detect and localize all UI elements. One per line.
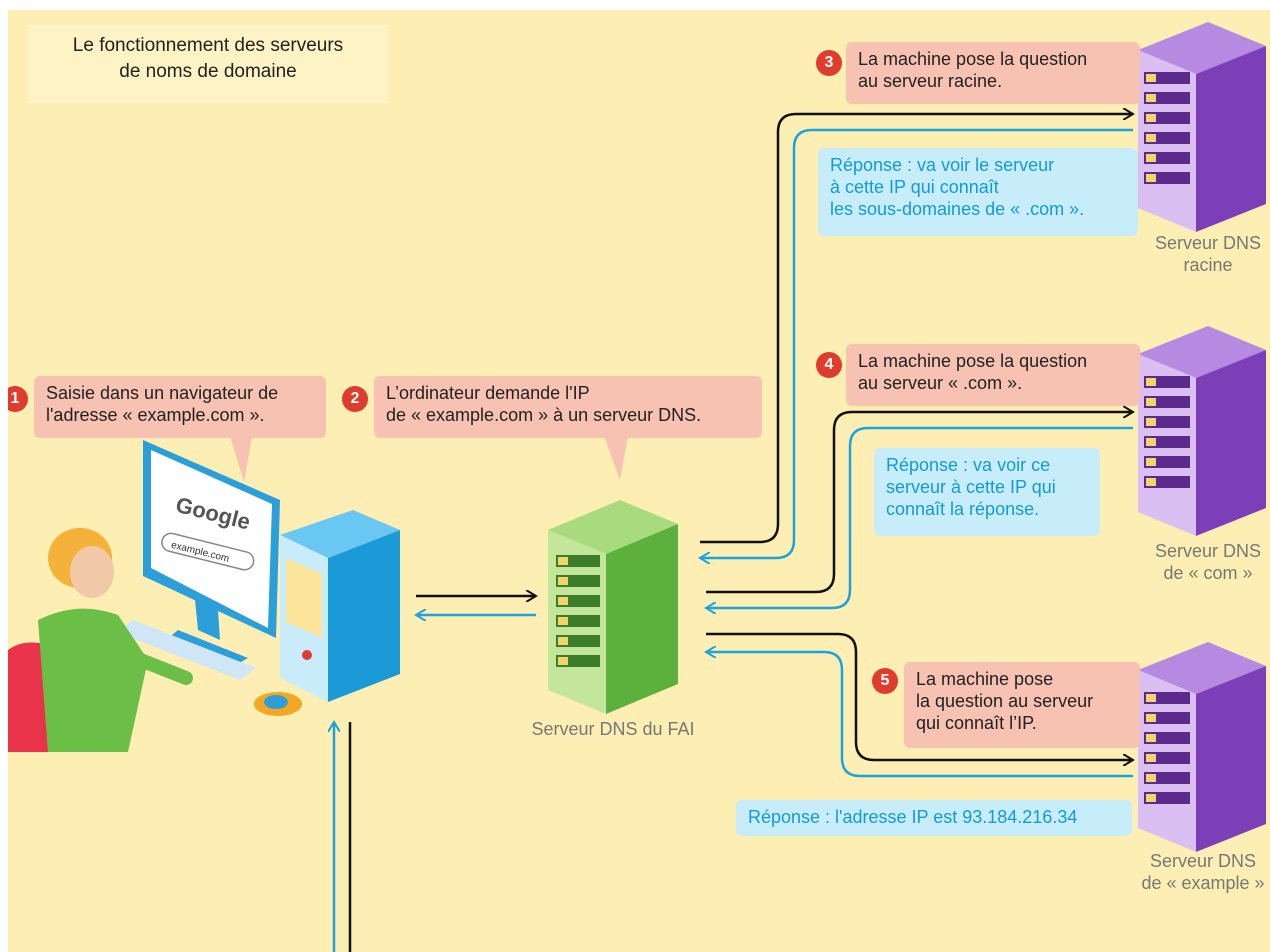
step-1-line-2: l'adresse « example.com ». <box>46 405 265 425</box>
response-com-line-3: connaît la réponse. <box>886 499 1040 519</box>
step-3-line-2: au serveur racine. <box>858 71 1003 91</box>
step-5-line-2: la question au serveur <box>916 691 1094 711</box>
title-line-2: de noms de domaine <box>119 61 297 82</box>
step-2-line-1: L’ordinateur demande l'IP <box>386 383 590 403</box>
response-example-line-1: Réponse : l'adresse IP est 93.184.216.34 <box>748 807 1078 827</box>
response-com-line-2: serveur à cette IP qui <box>886 477 1056 497</box>
arrow-com-to-fai <box>706 426 1133 608</box>
step-5-line-3: qui connaît l’IP. <box>916 713 1037 733</box>
step-4-line-1: La machine pose la question <box>858 351 1088 371</box>
response-com-box: Réponse : va voir ce serveur à cette IP … <box>874 448 1100 536</box>
arrow-fai-to-com <box>706 412 1133 594</box>
arrow-root-to-fai <box>700 128 1133 558</box>
server-com-label-line-2: de « com » <box>1163 563 1253 583</box>
server-fai-label: Serveur DNS du FAI <box>531 719 695 739</box>
step-3-line-1: La machine pose la question <box>858 49 1088 69</box>
server-root-icon <box>1138 22 1266 232</box>
server-example-label: Serveur DNS de « example » <box>1136 850 1270 894</box>
step-1-line-1: Saisie dans un navigateur de <box>46 383 279 403</box>
server-example-label-line-1: Serveur DNS <box>1149 851 1257 871</box>
response-root-line-3: les sous-domaines de « .com ». <box>830 199 1085 219</box>
step-5-line-1: La machine pose <box>916 669 1054 689</box>
arrow-example-to-fai <box>706 652 1133 778</box>
step-1-bubble: Saisie dans un navigateur de l'adresse «… <box>34 376 326 438</box>
server-root-label-line-2: racine <box>1183 255 1233 275</box>
arrow-fai-to-root <box>700 114 1133 544</box>
server-example-label-line-2: de « example » <box>1141 873 1265 893</box>
arrow-fai-to-example <box>706 632 1133 760</box>
step-4-line-2: au serveur « .com ». <box>858 373 1023 393</box>
server-com-label-line-1: Serveur DNS <box>1154 541 1262 561</box>
title-line-1: Le fonctionnement des serveurs <box>72 35 344 56</box>
diagram-title: Le fonctionnement des serveurs de noms d… <box>28 25 388 103</box>
response-com-line-1: Réponse : va voir ce <box>886 455 1051 475</box>
step-3-badge: 3 <box>816 50 842 76</box>
diagram-canvas: Google example.com <box>8 10 1270 952</box>
diagram-graphics: Google example.com <box>8 22 1266 952</box>
response-root-line-2: à cette IP qui connaît <box>830 177 999 197</box>
step-2-badge: 2 <box>342 386 368 412</box>
server-root-label-line-1: Serveur DNS <box>1154 233 1262 253</box>
response-example-box: Réponse : l'adresse IP est 93.184.216.34 <box>736 800 1132 836</box>
step-5-badge: 5 <box>872 668 898 694</box>
response-root-line-1: Réponse : va voir le serveur <box>830 155 1055 175</box>
server-com-icon <box>1138 326 1266 536</box>
server-root-label: Serveur DNS racine <box>1146 232 1270 276</box>
step-3-bubble: La machine pose la question au serveur r… <box>846 42 1140 104</box>
step-4-bubble: La machine pose la question au serveur «… <box>846 344 1140 406</box>
server-example-icon <box>1138 642 1266 852</box>
step-2-bubble: L’ordinateur demande l'IP de « example.c… <box>374 376 762 438</box>
user-computer-illustration <box>8 440 400 752</box>
server-com-label: Serveur DNS de « com » <box>1146 540 1270 584</box>
server-fai-icon <box>548 500 678 714</box>
step-4-badge: 4 <box>816 352 842 378</box>
bubble-2-pointer <box>604 436 628 480</box>
step-1-badge: 1 <box>8 386 28 412</box>
response-root-box: Réponse : va voir le serveur à cette IP … <box>818 148 1138 236</box>
bubble-1-pointer <box>230 436 252 482</box>
step-5-bubble: La machine pose la question au serveur q… <box>904 662 1140 748</box>
step-2-line-2: de « example.com » à un serveur DNS. <box>386 405 702 425</box>
